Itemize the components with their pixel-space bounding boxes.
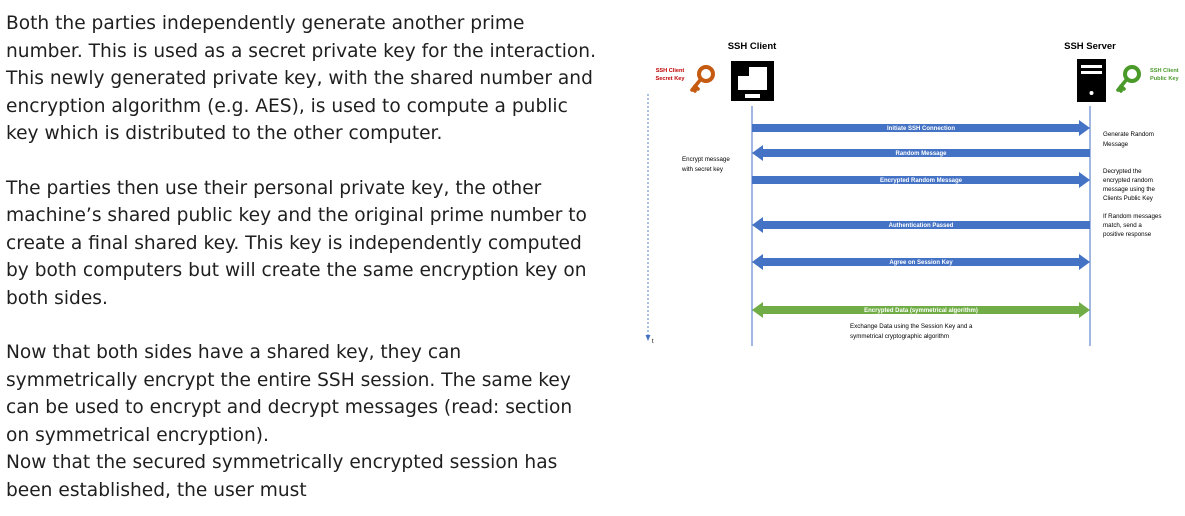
note-exchange-data: Exchange Data using the Session Key and … (850, 323, 973, 340)
note-exchange-line1: Exchange Data using the Session Key and … (850, 323, 973, 330)
message-arrow-1 (752, 120, 1090, 136)
message-label-3: Encrypted Random Message (880, 178, 963, 184)
explanation-text: Both the parties independently generate … (6, 10, 596, 504)
note-generate-line1: Generate Random (1103, 131, 1154, 138)
time-axis: t (645, 94, 654, 345)
client-title: SSH Client (728, 41, 777, 52)
message-label-2: Random Message (895, 151, 947, 157)
ssh-sequence-diagram: SSH Client SSH Server SSH Client Secret … (645, 41, 1179, 346)
message-label-5: Agree on Session Key (889, 260, 953, 266)
message-label-6: Encrypted Data (symmetrical algorithm) (864, 308, 978, 314)
message-arrow-4 (752, 217, 1090, 233)
note-match-line1: If Random messages (1103, 213, 1161, 220)
message-arrow-5 (752, 254, 1090, 270)
server-key-label-line2: Public Key (1150, 76, 1179, 82)
note-exchange-line2: symmetrical cryptographic algorithm (850, 333, 949, 340)
client-computer-icon (731, 61, 774, 101)
message-arrow-3 (752, 172, 1090, 188)
note-decrypted: Decrypted the encrypted random message u… (1103, 168, 1155, 202)
server-key-label-line1: SSH Client (1150, 68, 1179, 74)
client-key-label-line1: SSH Client (656, 68, 685, 74)
server-key-icon (1116, 65, 1141, 93)
paragraph-1: Both the parties independently generate … (6, 13, 596, 144)
note-random-match: If Random messages match, send a positiv… (1103, 213, 1161, 238)
note-generate-random: Generate Random Message (1103, 131, 1154, 148)
server-key-label: SSH Client Public Key (1150, 68, 1179, 82)
paragraph-2: The parties then use their personal priv… (6, 177, 587, 309)
client-key-label-line2: Secret Key (656, 76, 686, 82)
note-match-line2: match, send a (1103, 222, 1142, 229)
message-arrow-2 (752, 145, 1090, 161)
message-label-4: Authentication Passed (889, 223, 954, 229)
server-title: SSH Server (1064, 41, 1116, 52)
note-decrypted-line4: Clients Public Key (1103, 195, 1154, 202)
note-match-line3: positive response (1103, 231, 1152, 238)
note-decrypted-line3: message using the (1103, 186, 1155, 193)
note-decrypted-line1: Decrypted the (1103, 168, 1142, 175)
paragraph-3: Now that both sides have a shared key, t… (6, 342, 573, 446)
note-decrypted-line2: encrypted random (1103, 177, 1153, 184)
note-generate-line2: Message (1103, 141, 1129, 148)
note-encrypt-line1: Encrypt message (682, 156, 730, 163)
note-encrypt-line2: with secret key (681, 166, 724, 173)
server-tower-icon (1077, 59, 1106, 102)
time-label: t (652, 339, 654, 345)
message-label-1: Initiate SSH Connection (887, 126, 955, 132)
message-arrow-6 (752, 302, 1090, 318)
client-key-label: SSH Client Secret Key (656, 68, 686, 82)
note-encrypt-message: Encrypt message with secret key (681, 156, 730, 173)
client-key-icon (690, 65, 715, 93)
paragraph-4: Now that the secured symmetrically encry… (6, 452, 558, 501)
